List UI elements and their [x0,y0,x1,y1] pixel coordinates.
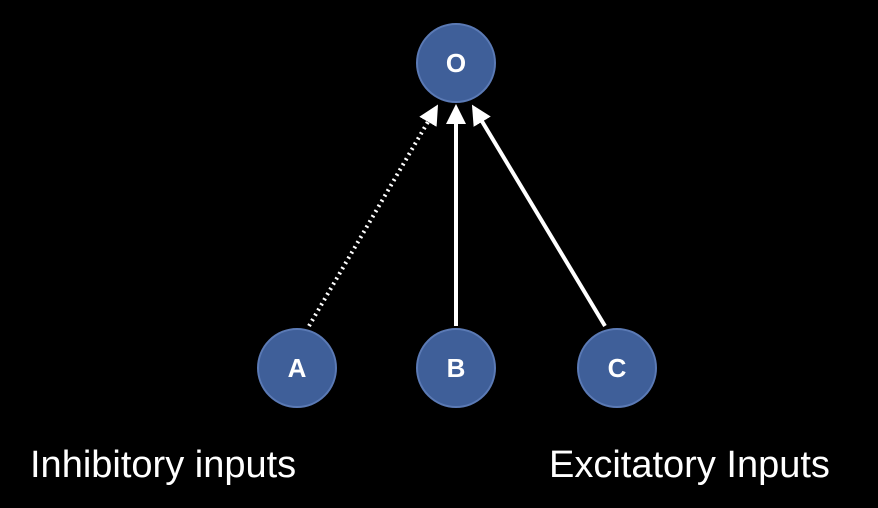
node-a-label: A [288,353,307,383]
node-c-circle [577,328,657,408]
caption-excitatory: Excitatory Inputs [549,444,830,486]
node-o-circle [416,23,496,103]
node-a: A [257,328,337,408]
edge-c-to-o [471,104,607,328]
node-b-label: B [447,353,466,383]
node-c: C [577,328,657,408]
caption-inhibitory: Inhibitory inputs [30,444,296,486]
node-c-label: C [608,353,627,383]
node-o: O [416,23,496,103]
edge-a-to-o [307,104,439,328]
node-o-label: O [446,48,466,78]
node-a-circle [257,328,337,408]
node-b: B [416,328,496,408]
node-b-circle [416,328,496,408]
